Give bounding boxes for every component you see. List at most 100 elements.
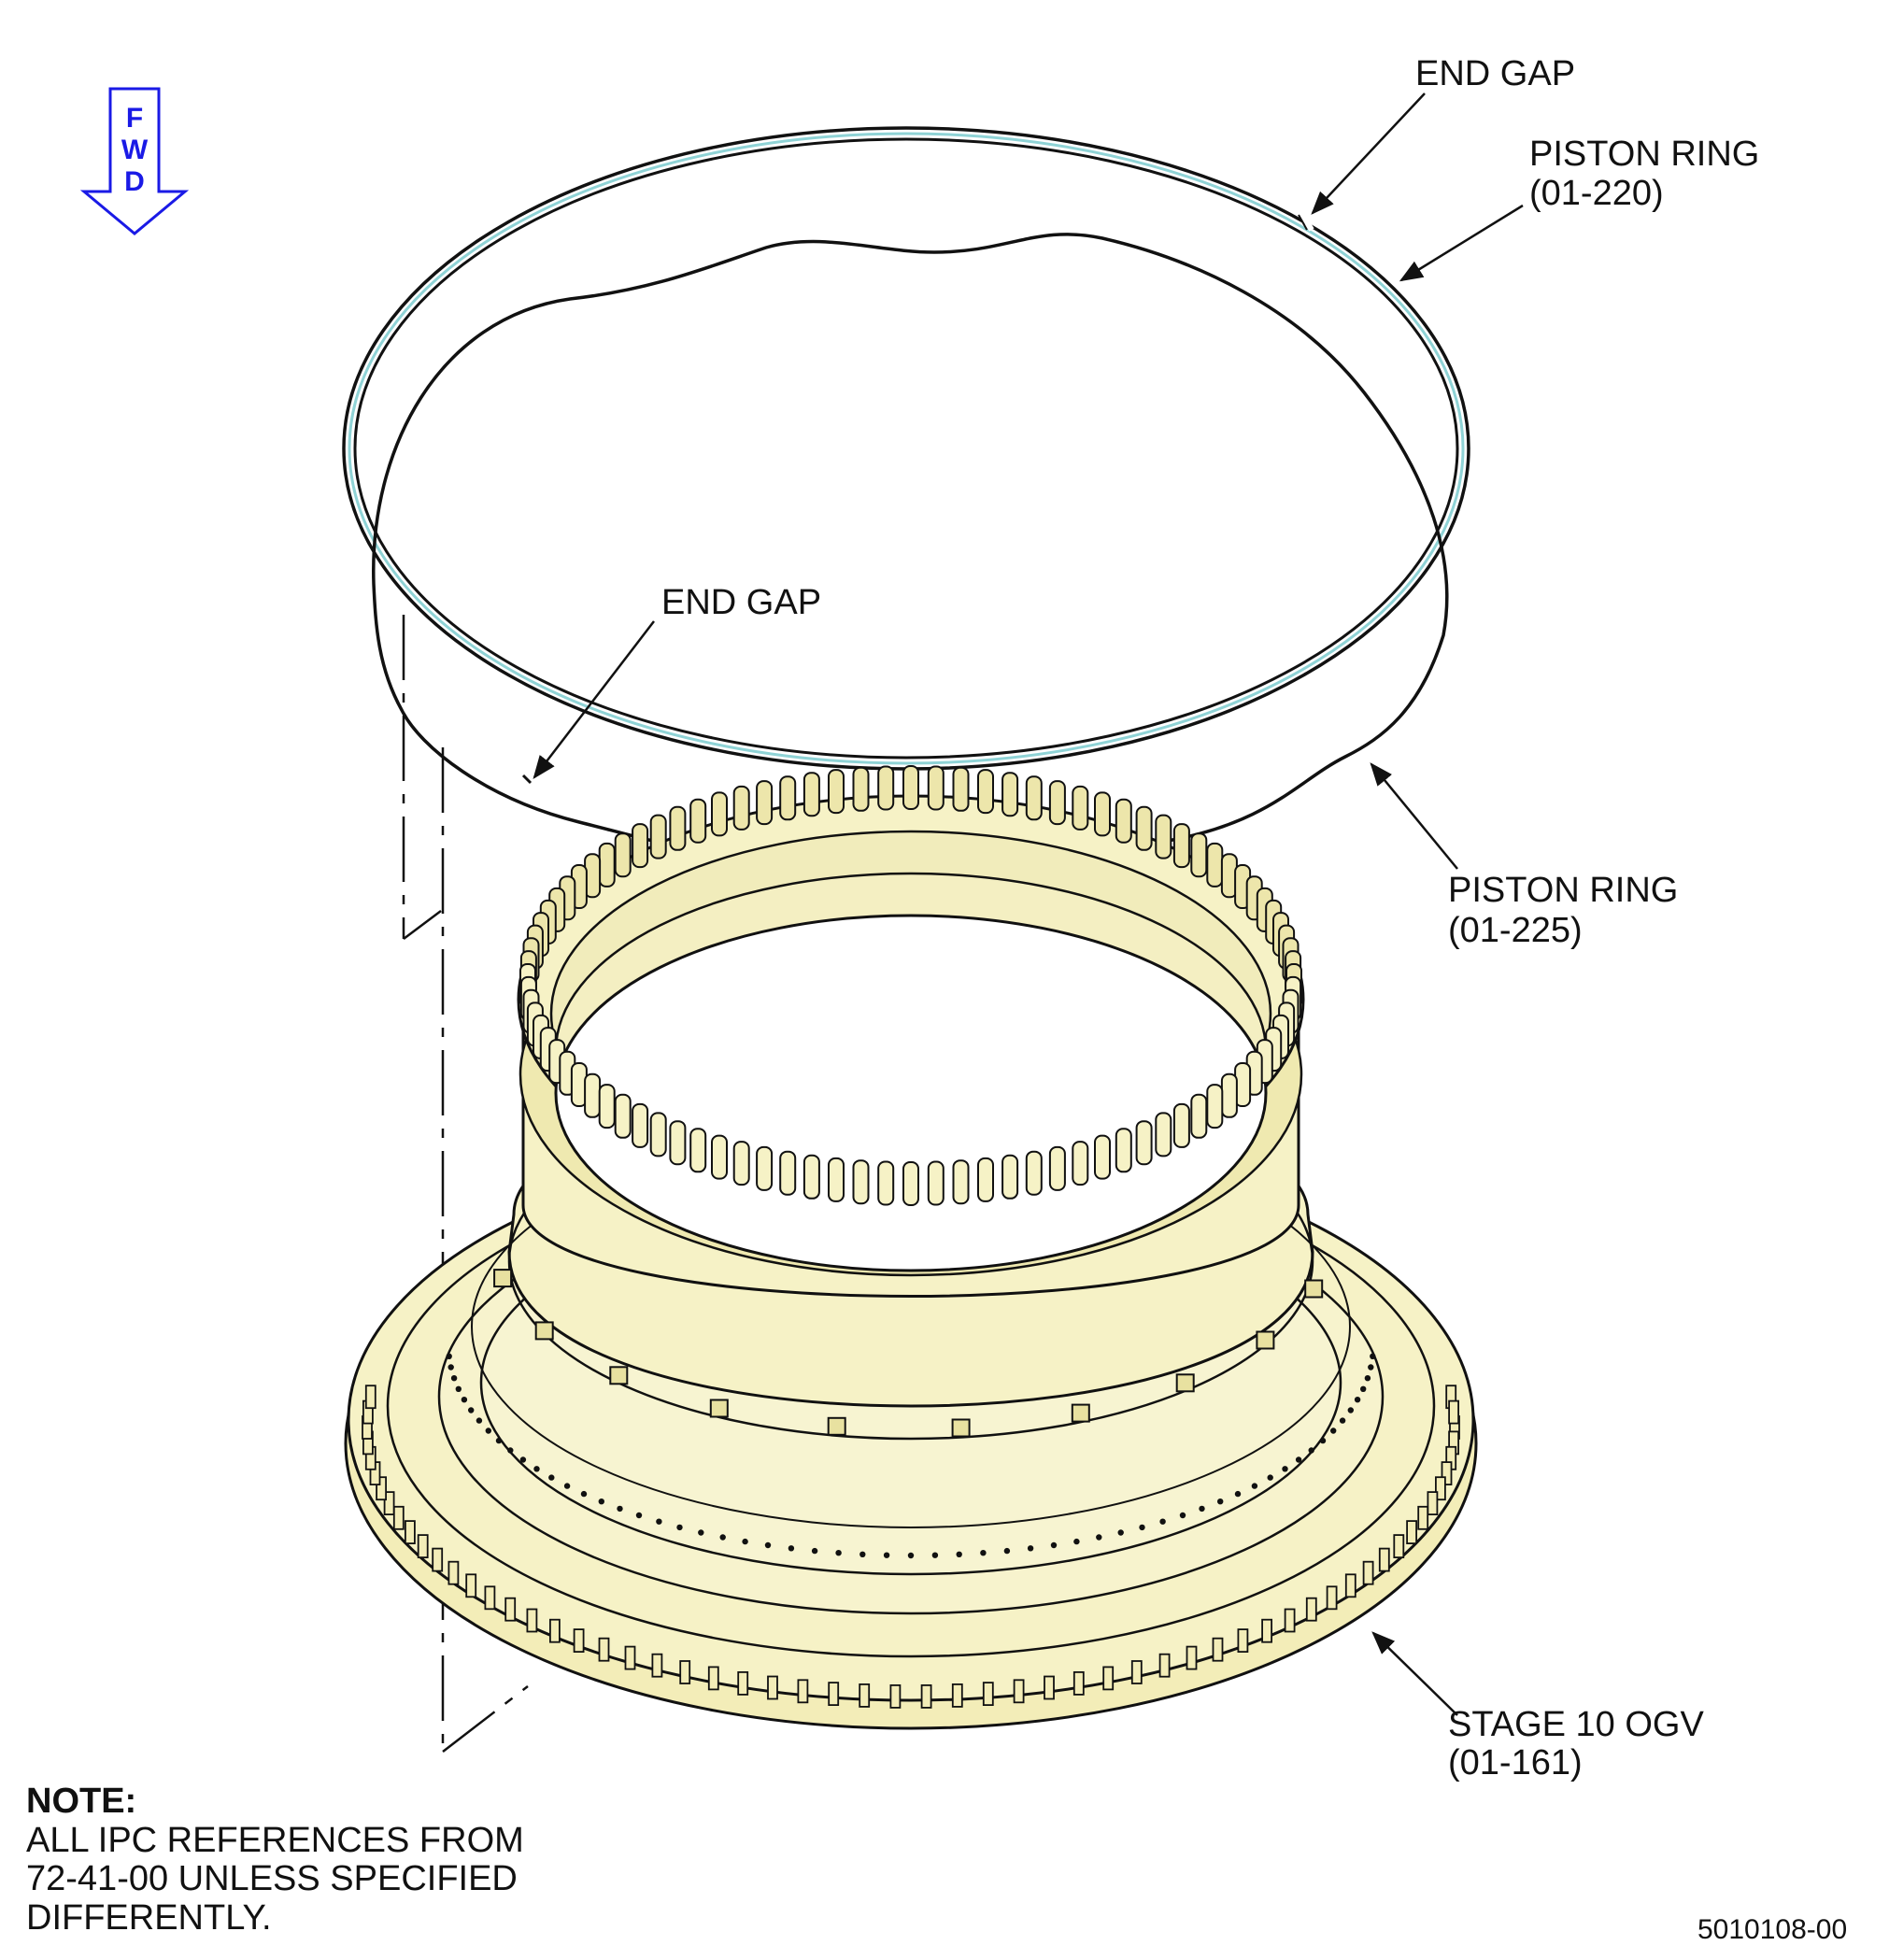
vane-segment [982, 1682, 994, 1706]
locking-tab [689, 1128, 707, 1173]
rivet-dot [617, 1505, 623, 1513]
rivet-dot [1347, 1407, 1355, 1413]
locking-tab [1094, 1134, 1111, 1180]
rivet-dot [1368, 1364, 1374, 1371]
rivet-dot [1251, 1483, 1258, 1489]
rivet-dot [883, 1552, 890, 1558]
locking-tab [779, 1150, 797, 1196]
rivet-dot [447, 1364, 454, 1371]
locking-tab [1190, 832, 1208, 878]
locking-tab [1135, 1120, 1153, 1166]
rivet-dot [1308, 1447, 1314, 1454]
leader-end-gap-upper [1311, 92, 1426, 215]
rivet-dot [1354, 1397, 1361, 1403]
rivet-dot [1117, 1529, 1124, 1536]
vane-segment [549, 1618, 561, 1643]
vane-segment [1305, 1597, 1317, 1622]
vane-segment [797, 1679, 809, 1704]
locking-tab [828, 769, 845, 815]
rivet-dot [1360, 1385, 1367, 1393]
rivet-dot [519, 1456, 527, 1463]
locking-tab [1048, 1145, 1066, 1191]
locking-tab [802, 772, 820, 817]
locking-tab [1025, 775, 1043, 821]
locking-tab [756, 1145, 774, 1191]
rivet-dot [931, 1552, 939, 1558]
locking-tab [952, 1159, 970, 1205]
rivet-dot [742, 1538, 748, 1545]
note-line-1: ALL IPC REFERENCES FROM [26, 1821, 524, 1860]
rivet-dot [468, 1407, 475, 1413]
vane-segment [1326, 1585, 1338, 1611]
vane-segment [598, 1637, 610, 1662]
locking-tab [852, 766, 870, 812]
vane-segment [1427, 1491, 1439, 1515]
vane-segment [1393, 1534, 1405, 1558]
callout-end-gap-lower: END GAP [661, 583, 822, 622]
locking-tab [598, 1084, 616, 1129]
vane-segment [889, 1684, 902, 1709]
vane-segment [1284, 1608, 1296, 1633]
locking-tab [1190, 1093, 1208, 1139]
vane-segment [364, 1385, 376, 1410]
mount-boss [1256, 1330, 1275, 1350]
locking-tab [1172, 1102, 1190, 1148]
locking-tab [689, 798, 707, 844]
callout-piston-ring-220-ref: (01-220) [1529, 174, 1664, 213]
note-heading: NOTE: [26, 1782, 137, 1821]
vane-segment [573, 1628, 585, 1653]
locking-tab [852, 1159, 870, 1205]
vane-segment [1448, 1399, 1459, 1425]
locking-tab [1206, 1084, 1224, 1129]
locking-tab [1172, 823, 1190, 869]
vane-segment [1237, 1628, 1249, 1653]
fwd-letter-w: W [121, 135, 149, 165]
rivet-dot [907, 1552, 915, 1559]
callout-piston-ring-220-name: PISTON RING [1529, 135, 1760, 174]
vane-segment [1158, 1653, 1171, 1678]
locking-tab [877, 765, 895, 811]
rivet-dot [1234, 1490, 1242, 1498]
vane-segment [1435, 1476, 1446, 1501]
rivet-dot [1050, 1541, 1058, 1549]
locking-tab [927, 765, 944, 811]
locking-tab [632, 1102, 649, 1148]
mount-boss [1304, 1279, 1324, 1299]
vane-segment [1378, 1547, 1390, 1572]
figure-id: 5010108-00 [1697, 1914, 1848, 1945]
vane-segment [432, 1547, 444, 1572]
note-line-3: DIFFERENTLY. [26, 1898, 272, 1938]
locking-tab [614, 832, 632, 878]
rivet-dot [1295, 1456, 1302, 1463]
rivet-dot [533, 1466, 540, 1472]
locking-tab [711, 791, 728, 837]
locking-tab [732, 1141, 750, 1186]
locking-tab [952, 766, 970, 812]
locking-tab [756, 780, 774, 826]
rivet-dot [450, 1375, 458, 1382]
leader-piston-ring-220 [1399, 204, 1524, 282]
rivet-dot [1370, 1353, 1376, 1360]
note-line-2: 72-41-00 UNLESS SPECIFIED [26, 1859, 518, 1898]
rivet-dot [1199, 1505, 1205, 1513]
locking-tab [902, 765, 919, 810]
rivet-dot [835, 1550, 842, 1556]
rivet-dot [1096, 1534, 1102, 1541]
mount-boss [493, 1269, 513, 1288]
vane-segment [1130, 1660, 1143, 1684]
mount-boss [827, 1416, 846, 1436]
locking-tab [1220, 1072, 1238, 1118]
rivet-dot [1139, 1524, 1145, 1531]
rivet-dot [1282, 1466, 1288, 1472]
rivet-dot [635, 1512, 643, 1519]
locking-tab [584, 1072, 602, 1118]
mount-boss [609, 1366, 629, 1385]
rivet-dot [1179, 1512, 1186, 1519]
rivet-dot [1217, 1498, 1224, 1505]
vane-segment [651, 1653, 663, 1678]
locking-tab [614, 1093, 632, 1139]
rivet-dot [656, 1518, 662, 1525]
stage-10-ogv [344, 765, 1478, 1730]
locking-tabs-ring [519, 765, 1302, 1206]
